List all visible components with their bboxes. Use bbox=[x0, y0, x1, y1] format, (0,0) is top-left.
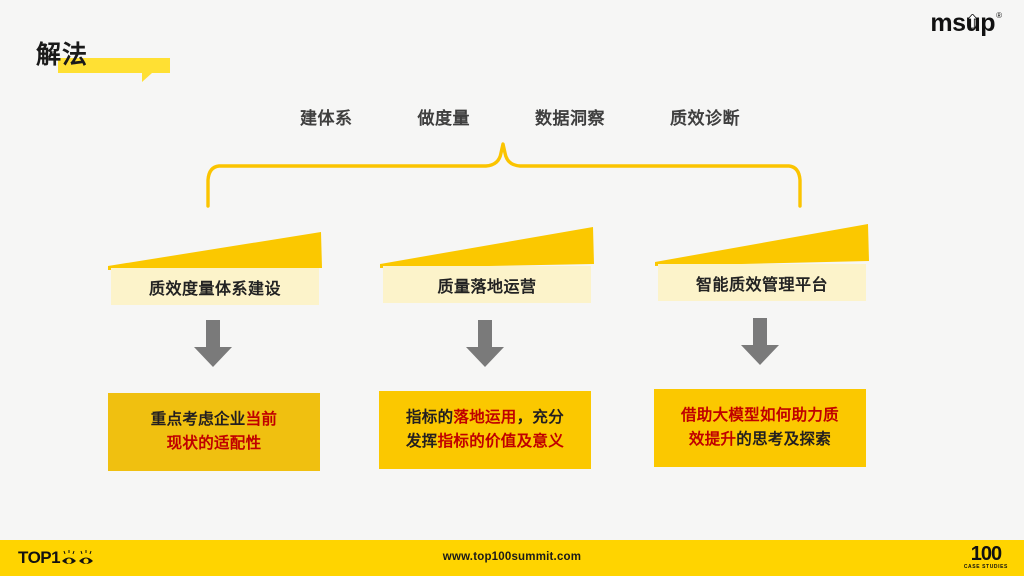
result-segment: 的思考及探索 bbox=[736, 431, 832, 448]
title-highlight-tag bbox=[58, 58, 170, 73]
result-segment: 落地运用 bbox=[453, 408, 517, 426]
stage-card-label-1: 质量落地运营 bbox=[437, 278, 537, 296]
result-segment: ，充分 bbox=[516, 408, 564, 426]
phase-label-0: 建体系 bbox=[300, 109, 353, 128]
stage-card-body-0: 质效度量体系建设 bbox=[111, 268, 319, 305]
arrow-down-icon bbox=[194, 320, 232, 367]
result-line: 重点考虑企业当前 bbox=[151, 408, 277, 432]
footer-logo-number: 100 bbox=[970, 543, 1002, 565]
result-line: 借助大模型如何助力质 bbox=[681, 404, 839, 428]
phase-label-1: 做度量 bbox=[417, 109, 470, 128]
page-title: 解法 bbox=[36, 40, 170, 82]
result-segment: 借助大模型如何助力质 bbox=[680, 406, 839, 424]
stage-card-body-2: 智能质效管理平台 bbox=[658, 264, 866, 301]
stage-card-body-1: 质量落地运营 bbox=[383, 266, 591, 303]
result-segment: 当前 bbox=[245, 410, 278, 428]
result-box-2[interactable]: 借助大模型如何助力质 效提升的思考及探索 bbox=[654, 389, 866, 467]
phase-label-2: 数据洞察 bbox=[535, 109, 605, 128]
footer-url[interactable]: www.top100summit.com bbox=[442, 551, 582, 563]
stage-card-label-2: 智能质效管理平台 bbox=[695, 276, 828, 294]
brand-logo-text: msup bbox=[930, 9, 996, 37]
arrow-down-icon bbox=[466, 320, 504, 367]
result-line: 指标的落地运用，充分 bbox=[406, 406, 564, 430]
result-segment: 发挥 bbox=[405, 433, 438, 450]
stage-card-2[interactable]: 智能质效管理平台 bbox=[655, 220, 869, 301]
footer-brand: TOP1 bbox=[18, 548, 95, 568]
title-highlight-tail bbox=[142, 73, 152, 82]
result-line: 效提升的思考及探索 bbox=[689, 428, 831, 452]
brand-logo: msup ® bbox=[930, 10, 1002, 36]
footer-bar: TOP1 www.top100summit.com 100 CA bbox=[0, 540, 1024, 576]
page-title-text: 解法 bbox=[36, 41, 89, 69]
brace-connector bbox=[206, 142, 802, 208]
result-segment: 现状的适配性 bbox=[166, 435, 262, 452]
stage-card-banner-1 bbox=[380, 227, 594, 268]
result-segment: 重点考虑企业 bbox=[150, 410, 246, 428]
phase-label-row: 建体系 做度量 数据洞察 质效诊断 bbox=[300, 104, 740, 129]
stage-card-label-0: 质效度量体系建设 bbox=[148, 280, 281, 298]
result-box-0[interactable]: 重点考虑企业当前 现状的适配性 bbox=[108, 393, 320, 471]
result-segment: 指标的 bbox=[405, 408, 454, 426]
result-segment: 指标的价值及意义 bbox=[437, 433, 564, 450]
footer-brand-text: TOP1 bbox=[18, 548, 61, 567]
footer-case-studies-logo: 100 CASE STUDIES bbox=[964, 544, 1008, 571]
stage-card-1[interactable]: 质量落地运营 bbox=[380, 222, 594, 303]
stage-card-banner-2 bbox=[655, 224, 869, 266]
up-arrow-icon bbox=[968, 14, 978, 28]
footer-logo-caption: CASE STUDIES bbox=[963, 564, 1008, 570]
result-line: 现状的适配性 bbox=[167, 432, 262, 456]
phase-label-3: 质效诊断 bbox=[670, 109, 740, 128]
arrow-down-icon bbox=[741, 318, 779, 365]
stage-card-banner-0 bbox=[108, 232, 322, 270]
registered-mark: ® bbox=[996, 11, 1002, 20]
result-segment: 效提升 bbox=[688, 431, 737, 448]
result-box-1[interactable]: 指标的落地运用，充分 发挥指标的价值及意义 bbox=[379, 391, 591, 469]
eyes-icon bbox=[62, 549, 94, 564]
stage-card-0[interactable]: 质效度量体系建设 bbox=[108, 224, 322, 305]
result-line: 发挥指标的价值及意义 bbox=[406, 430, 564, 454]
